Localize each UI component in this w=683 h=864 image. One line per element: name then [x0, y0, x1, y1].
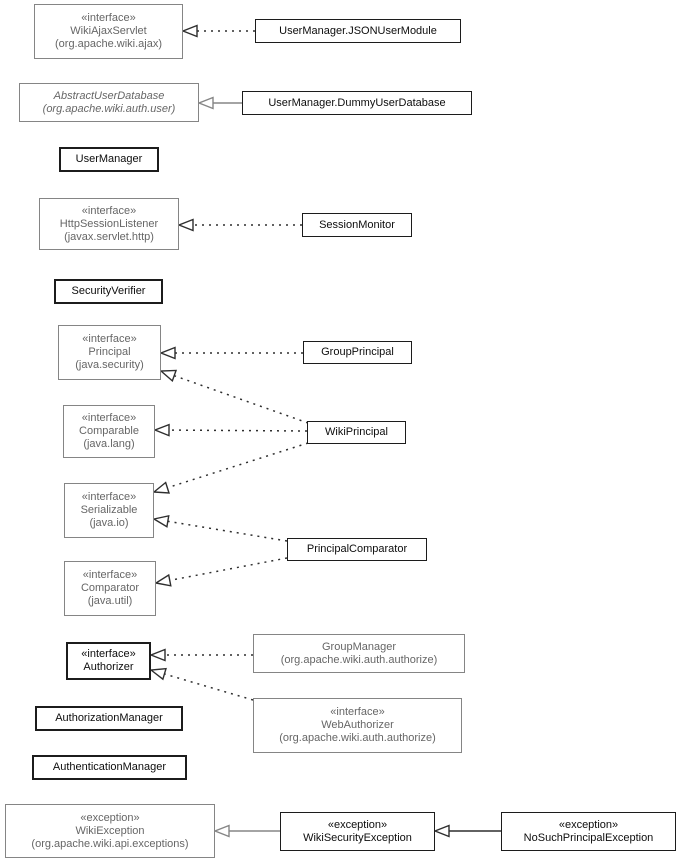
dummy-user-database-name-label: UserManager.DummyUserDatabase — [268, 96, 446, 109]
no-such-principal-exception-stereotype-label: «exception» — [558, 818, 619, 831]
hollow-triangle-arrowhead-icon — [152, 481, 170, 494]
authorization-manager-name-label: AuthorizationManager — [55, 712, 163, 724]
web-authorizer-stereotype-label: «interface» — [330, 706, 385, 718]
hollow-triangle-arrowhead-icon — [177, 218, 194, 232]
hollow-triangle-arrowhead-icon — [181, 24, 198, 38]
class-box-principal-comparator[interactable]: PrincipalComparator — [287, 538, 427, 561]
class-box-serializable[interactable]: «interface»Serializable(java.io) — [64, 483, 154, 538]
hollow-triangle-arrowhead-icon — [213, 824, 230, 838]
hollow-triangle-arrowhead-icon — [433, 824, 450, 838]
session-monitor-name-label: SessionMonitor — [319, 218, 395, 231]
group-principal-name-label: GroupPrincipal — [321, 346, 394, 358]
hollow-triangle-arrowhead-icon — [152, 514, 170, 528]
wiki-exception-package-label: (org.apache.wiki.api.exceptions) — [31, 837, 189, 850]
class-box-web-authorizer[interactable]: «interface»WebAuthorizer(org.apache.wiki… — [253, 698, 462, 753]
web-authorizer-name-label: WebAuthorizer — [321, 719, 394, 731]
wiki-exception-stereotype-label: «exception» — [80, 811, 140, 824]
principal-stereotype-label: «interface» — [82, 333, 137, 345]
class-box-no-such-principal-exception[interactable]: «exception»NoSuchPrincipalException — [501, 812, 676, 851]
hollow-triangle-arrowhead-icon — [149, 667, 167, 681]
authorizer-name-label: Authorizer — [83, 661, 134, 673]
group-manager-name-label: GroupManager — [322, 640, 396, 653]
wiki-ajax-servlet-name-label: WikiAjaxServlet — [70, 25, 147, 37]
comparator-package-label: (java.util) — [87, 595, 133, 607]
user-manager-name-label: UserManager — [75, 153, 143, 165]
group-manager-package-label: (org.apache.wiki.auth.authorize) — [280, 653, 438, 666]
abstract-user-database-name-label: AbstractUserDatabase — [53, 89, 165, 102]
authorizer-stereotype-label: «interface» — [81, 648, 136, 660]
class-box-session-monitor[interactable]: SessionMonitor — [302, 213, 412, 237]
hollow-triangle-arrowhead-icon — [149, 648, 166, 662]
wiki-security-exception-name-label: WikiSecurityException — [303, 831, 412, 844]
hollow-triangle-arrowhead-icon — [154, 573, 172, 587]
class-box-comparable[interactable]: «interface»Comparable(java.lang) — [63, 405, 155, 458]
comparable-stereotype-label: «interface» — [81, 412, 137, 424]
class-box-abstract-user-database[interactable]: AbstractUserDatabase(org.apache.wiki.aut… — [19, 83, 199, 122]
no-such-principal-exception-name-label: NoSuchPrincipalException — [523, 831, 654, 844]
class-box-wiki-security-exception[interactable]: «exception»WikiSecurityException — [280, 812, 435, 851]
class-box-authorization-manager[interactable]: AuthorizationManager — [35, 706, 183, 731]
serializable-name-label: Serializable — [80, 504, 138, 516]
authentication-manager-name-label: AuthenticationManager — [52, 761, 167, 773]
http-session-listener-stereotype-label: «interface» — [81, 204, 137, 217]
hollow-triangle-arrowhead-icon — [159, 369, 178, 383]
abstract-user-database-package-label: (org.apache.wiki.auth.user) — [42, 102, 176, 115]
class-box-wiki-ajax-servlet[interactable]: «interface»WikiAjaxServlet(org.apache.wi… — [34, 4, 183, 59]
class-box-group-principal[interactable]: GroupPrincipal — [303, 341, 412, 364]
wiki-principal-name-label: WikiPrincipal — [325, 426, 388, 438]
edge-line-wiki-principal-to-principal — [173, 374, 309, 424]
class-box-group-manager[interactable]: GroupManager(org.apache.wiki.auth.author… — [253, 634, 465, 673]
wiki-exception-name-label: WikiException — [75, 824, 145, 837]
class-box-authentication-manager[interactable]: AuthenticationManager — [32, 755, 187, 780]
edge-line-wiki-principal-to-comparable — [168, 429, 308, 432]
serializable-package-label: (java.io) — [89, 517, 129, 529]
edge-line-principal-comparator-to-comparator — [169, 557, 288, 582]
class-box-comparator[interactable]: «interface»Comparator(java.util) — [64, 561, 156, 616]
serializable-stereotype-label: «interface» — [81, 491, 137, 503]
hollow-triangle-arrowhead-icon — [153, 423, 170, 437]
class-box-principal[interactable]: «interface»Principal(java.security) — [58, 325, 161, 380]
principal-comparator-name-label: PrincipalComparator — [306, 543, 408, 555]
edge-line-wiki-principal-to-serializable — [167, 442, 309, 489]
comparator-stereotype-label: «interface» — [82, 569, 138, 581]
class-box-json-user-module[interactable]: UserManager.JSONUserModule — [255, 19, 461, 43]
class-box-dummy-user-database[interactable]: UserManager.DummyUserDatabase — [242, 91, 472, 115]
comparable-name-label: Comparable — [79, 425, 139, 437]
comparable-package-label: (java.lang) — [83, 438, 135, 450]
principal-package-label: (java.security) — [75, 359, 144, 371]
class-box-user-manager[interactable]: UserManager — [59, 147, 159, 172]
class-box-wiki-principal[interactable]: WikiPrincipal — [307, 421, 406, 444]
class-box-http-session-listener[interactable]: «interface»HttpSessionListener(javax.ser… — [39, 198, 179, 250]
hollow-triangle-arrowhead-icon — [159, 346, 176, 360]
wiki-security-exception-stereotype-label: «exception» — [327, 818, 388, 831]
web-authorizer-package-label: (org.apache.wiki.auth.authorize) — [279, 732, 436, 744]
class-box-wiki-exception[interactable]: «exception»WikiException(org.apache.wiki… — [5, 804, 215, 858]
security-verifier-name-label: SecurityVerifier — [71, 285, 146, 297]
hollow-triangle-arrowhead-icon — [197, 96, 214, 110]
http-session-listener-name-label: HttpSessionListener — [59, 217, 159, 230]
class-box-security-verifier[interactable]: SecurityVerifier — [54, 279, 163, 304]
json-user-module-name-label: UserManager.JSONUserModule — [279, 24, 437, 37]
principal-name-label: Principal — [88, 346, 131, 358]
comparator-name-label: Comparator — [80, 582, 140, 594]
class-box-authorizer[interactable]: «interface»Authorizer — [66, 642, 151, 680]
wiki-ajax-servlet-stereotype-label: «interface» — [81, 12, 136, 24]
edge-line-principal-comparator-to-serializable — [167, 520, 288, 542]
edge-line-web-authorizer-to-authorizer — [164, 673, 254, 701]
http-session-listener-package-label: (javax.servlet.http) — [64, 230, 154, 243]
wiki-ajax-servlet-package-label: (org.apache.wiki.ajax) — [55, 38, 162, 50]
